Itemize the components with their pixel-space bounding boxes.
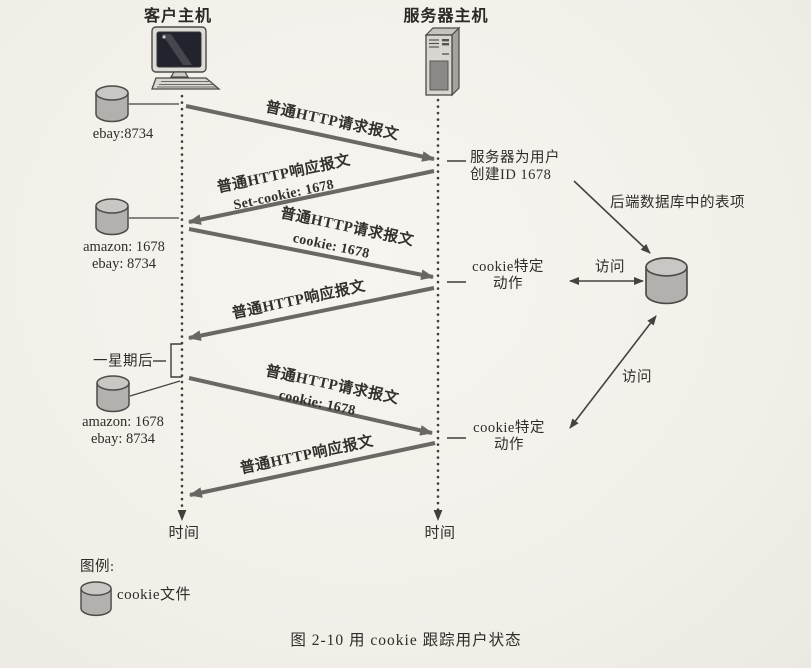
cookie-file-label-3-line2: ebay: 8734 xyxy=(90,430,156,447)
cookie-action-note-1: cookie特定 动作 xyxy=(472,259,544,293)
cookie-action-2-line2: 动作 xyxy=(494,437,524,453)
cookie-file-label-1: ebay:8734 xyxy=(92,126,154,142)
create-id-note: 服务器为用户 创建ID 1678 xyxy=(470,150,560,184)
cookie-file-label-3: amazon: 1678 ebay: 8734 xyxy=(82,414,164,447)
legend-cookie-file-label: cookie文件 xyxy=(117,587,191,603)
http-request-arrow-1 xyxy=(185,104,436,162)
client-host-label: 客户主机 xyxy=(143,7,213,25)
cookie-file-icon-3 xyxy=(96,375,130,413)
http-request-arrow-3 xyxy=(188,376,434,436)
client-computer-icon xyxy=(151,26,221,90)
cookie-file-label-2-line2: ebay: 8734 xyxy=(91,255,157,272)
http-response-arrow-3 xyxy=(188,441,436,498)
server-tower-icon xyxy=(424,26,461,97)
cookie-action-1-line2: 动作 xyxy=(493,276,523,292)
figure-caption: 图 2-10 用 cookie 跟踪用户状态 xyxy=(290,632,522,650)
server-host-label: 服务器主机 xyxy=(403,7,489,25)
db-entry-note: 后端数据库中的表项 xyxy=(610,195,745,211)
cookie-file-icon-1 xyxy=(95,85,129,123)
access-label-2: 访问 xyxy=(622,369,652,386)
cookie-action-1-line1: cookie特定 xyxy=(472,259,544,275)
legend-title: 图例: xyxy=(80,559,115,575)
cookie-file-label-2-line1: amazon: 1678 xyxy=(83,239,165,255)
cookie-file-label-3-line1: amazon: 1678 xyxy=(82,414,164,430)
http-request-arrow-2 xyxy=(188,227,435,281)
cookie-action-note-2: cookie特定 动作 xyxy=(473,420,545,454)
time-label-server: 时间 xyxy=(424,525,456,542)
create-id-line1: 服务器为用户 xyxy=(470,150,560,166)
cookie-file-label-2: amazon: 1678 ebay: 8734 xyxy=(83,239,165,272)
client-timeline xyxy=(177,94,187,521)
access-arrow-2 xyxy=(569,315,657,429)
http-response-arrow-2 xyxy=(187,286,435,341)
week-later-bracket xyxy=(170,343,182,378)
time-label-client: 时间 xyxy=(168,525,200,542)
week-later-label: 一星期后 xyxy=(93,353,153,370)
legend-cookie-file-icon xyxy=(80,581,112,617)
cookie-file-icon-2 xyxy=(95,198,129,236)
http-response-arrow-1 xyxy=(187,169,435,225)
create-id-line2: 创建ID 1678 xyxy=(470,167,552,183)
backend-database-icon xyxy=(645,257,688,305)
cookie-action-2-line1: cookie特定 xyxy=(473,420,545,436)
db-entry-arrow xyxy=(573,180,651,254)
access-label-1: 访问 xyxy=(595,259,625,276)
cookie-file-connector-3 xyxy=(129,380,181,397)
server-timeline xyxy=(433,98,443,521)
